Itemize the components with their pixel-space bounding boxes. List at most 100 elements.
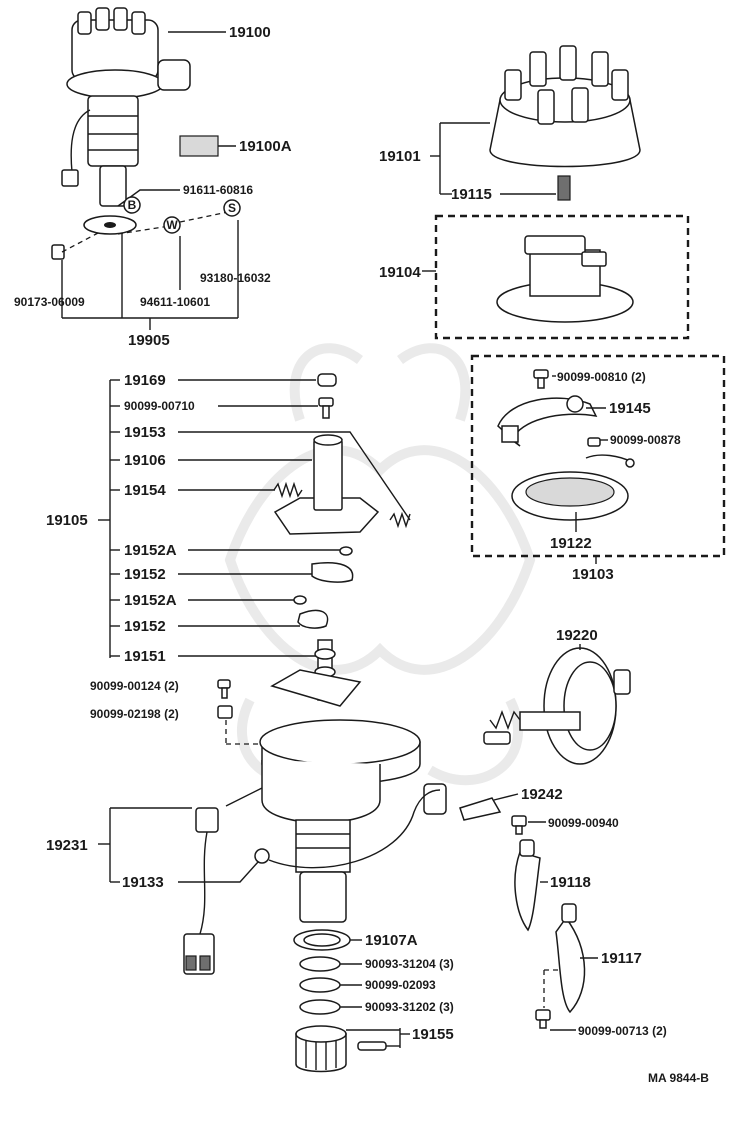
label-19106: 19106 (124, 452, 166, 469)
label-19905: 19905 (128, 332, 170, 349)
leader-lines-washers (340, 939, 410, 1048)
label-19122: 19122 (550, 535, 592, 552)
wire-19231-icon (183, 807, 219, 975)
label-90099-00713: 90099-00713 (2) (578, 1024, 667, 1038)
cap-19169-icon (317, 373, 337, 387)
leader-lines-19231 (98, 807, 259, 883)
clip-19152A-icon (339, 546, 353, 556)
label-19101: 19101 (379, 148, 421, 165)
distributor-cap-icon (489, 45, 641, 168)
label-19242: 19242 (521, 786, 563, 803)
screw-90099-00940-icon (511, 815, 527, 835)
arm-19117-icon (555, 916, 586, 1014)
label-19152A-lower: 19152A (124, 592, 177, 609)
clip-19152A-lower-icon (293, 595, 307, 605)
label-19154: 19154 (124, 482, 166, 499)
rotor-group-box (434, 214, 690, 340)
rotor-icon (496, 235, 634, 323)
label-19153: 19153 (124, 424, 166, 441)
background-watermark (224, 343, 536, 786)
marker-s: S (228, 201, 236, 215)
marker-w-icon (163, 216, 181, 234)
label-19152: 19152 (124, 566, 166, 583)
label-19100: 19100 (229, 24, 271, 41)
screw-90099-00878-icon (585, 437, 635, 468)
weight-19152-lower-icon (297, 609, 329, 629)
nut-icon (51, 244, 65, 260)
label-90099-00710: 90099-00710 (124, 399, 195, 413)
label-90099-02093: 90099-02093 (365, 978, 436, 992)
label-19118: 19118 (550, 874, 591, 891)
housing-icon (225, 719, 447, 923)
wire-19133-icon (254, 789, 441, 869)
label-19104: 19104 (379, 264, 421, 281)
label-19152-lower: 19152 (124, 618, 166, 635)
washer-19107A-inner-icon (303, 933, 341, 947)
label-19103: 19103 (572, 566, 614, 583)
label-19115: 19115 (451, 186, 492, 203)
washer-90093-31204-icon (299, 956, 341, 972)
label-90099-00124: 90099-00124 (2) (90, 679, 179, 693)
leader-lines-19242 (493, 793, 546, 823)
label-19220: 19220 (556, 627, 598, 644)
drive-gear-icon (295, 1025, 347, 1073)
label-93180-16032: 93180-16032 (200, 271, 271, 285)
washer-90099-02093-icon (299, 977, 341, 993)
label-94611-10601: 94611-10601 (140, 295, 210, 309)
leader-lines-top-left (61, 31, 239, 330)
marker-w: W (166, 218, 178, 232)
label-19107A: 19107A (365, 932, 418, 949)
label-plate-icon (179, 135, 219, 157)
arm-19118-tip-icon (519, 839, 535, 857)
carbon-brush-icon (557, 175, 571, 201)
breaker-group-box (470, 354, 726, 558)
label-19169: 19169 (124, 372, 166, 389)
screw-90099-00713-icon (535, 1009, 551, 1029)
washer-90093-31202-icon (299, 999, 341, 1015)
governor-weight-shaft-icon (270, 639, 362, 707)
vacuum-advance-icon (483, 647, 631, 765)
arm-19117-tip-icon (561, 903, 577, 923)
marker-b-icon (123, 196, 141, 214)
leader-lines-arms (540, 881, 598, 1031)
gear-pin-icon (357, 1041, 387, 1051)
breaker-base-icon (511, 471, 629, 521)
clamp-plate-icon (83, 215, 137, 235)
label-19133: 19133 (122, 874, 164, 891)
leader-lines-breaker (552, 375, 608, 564)
label-90093-31204: 90093-31204 (3) (365, 957, 454, 971)
distributor-assembly-icon (61, 7, 191, 207)
figure-reference: MA 9844-B (648, 1071, 709, 1085)
weight-19152-icon (311, 562, 354, 583)
screw-90099-00810-icon (533, 369, 549, 389)
label-90099-02198: 90099-02198 (2) (90, 707, 179, 721)
arm-19118-icon (514, 851, 541, 932)
bracket-19242-icon (459, 797, 502, 821)
clip-90099-02198-icon (217, 705, 233, 719)
label-90099-00810: 90099-00810 (2) (557, 370, 646, 384)
label-19155: 19155 (412, 1026, 454, 1043)
label-19117: 19117 (601, 950, 642, 967)
label-19145: 19145 (609, 400, 651, 417)
spring-19154-icon (273, 481, 411, 529)
label-90093-31202: 90093-31202 (3) (365, 1000, 454, 1014)
leader-lines-19105 (98, 379, 411, 658)
screw-90099-00124-icon (217, 679, 231, 699)
governor-shaft-icon (273, 434, 380, 535)
marker-b: B (128, 198, 137, 212)
label-19231: 19231 (46, 837, 88, 854)
label-91611-60816: 91611-60816 (183, 183, 253, 197)
label-19152A: 19152A (124, 542, 177, 559)
label-19100A: 19100A (239, 138, 292, 155)
leader-lines-cap (430, 122, 556, 195)
screw-90099-00710-icon (318, 397, 334, 419)
label-90099-00940: 90099-00940 (548, 816, 619, 830)
breaker-plate-icon (497, 395, 598, 447)
label-90173-06009: 90173-06009 (14, 295, 85, 309)
label-19151: 19151 (124, 648, 166, 665)
label-90099-00878: 90099-00878 (610, 433, 681, 447)
label-19105: 19105 (46, 512, 88, 529)
marker-s-icon (223, 199, 241, 217)
